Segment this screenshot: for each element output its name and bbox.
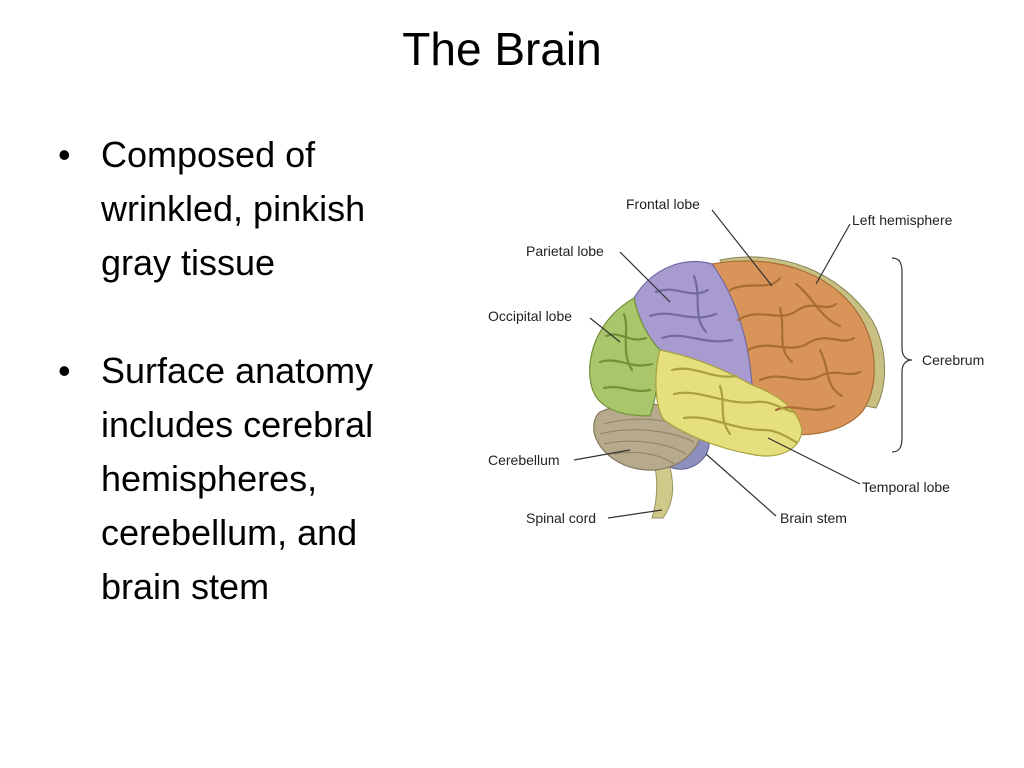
bullet-item: • Composed of wrinkled, pinkish gray tis… [58, 128, 438, 290]
label-cerebellum: Cerebellum [488, 452, 560, 468]
brain-diagram: Frontal lobe Left hemisphere Parietal lo… [480, 180, 1010, 540]
bullet-list: • Composed of wrinkled, pinkish gray tis… [58, 128, 438, 614]
label-temporal-lobe: Temporal lobe [862, 479, 950, 495]
label-spinal-cord: Spinal cord [526, 510, 596, 526]
label-brain-stem: Brain stem [780, 510, 847, 526]
label-cerebrum: Cerebrum [922, 352, 984, 368]
bullet-dot-icon: • [58, 350, 71, 391]
bullet-dot-icon: • [58, 134, 71, 175]
label-parietal-lobe: Parietal lobe [526, 243, 604, 259]
slide-title: The Brain [402, 23, 602, 75]
brain-illustration: Frontal lobe Left hemisphere Parietal lo… [488, 196, 984, 526]
spinal-cord-shape [651, 459, 674, 519]
bullet-text: Surface anatomy includes cerebral hemisp… [101, 350, 374, 607]
cerebrum-bracket [891, 257, 913, 453]
label-occipital-lobe: Occipital lobe [488, 308, 572, 324]
label-leader-lines [573, 209, 861, 519]
label-frontal-lobe: Frontal lobe [626, 196, 700, 212]
bullet-text: Composed of wrinkled, pinkish gray tissu… [101, 134, 366, 283]
bullet-item: • Surface anatomy includes cerebral hemi… [58, 344, 438, 614]
label-left-hemisphere: Left hemisphere [852, 212, 953, 228]
